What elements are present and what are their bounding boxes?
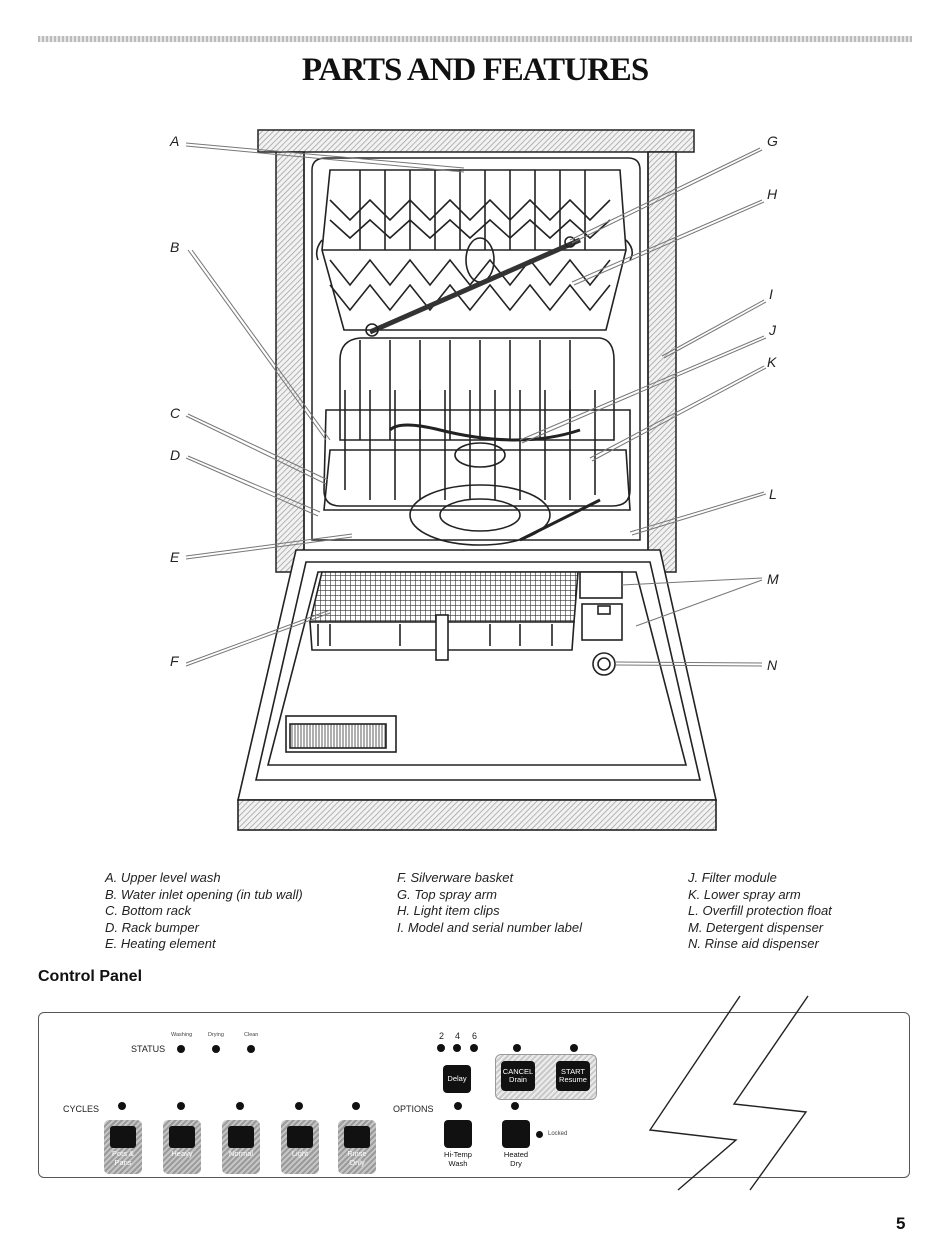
cycle-label: Normal <box>228 1149 254 1158</box>
page-title: PARTS AND FEATURES <box>301 52 649 88</box>
option-label: Wash <box>448 1158 468 1168</box>
legend-item: E. Heating element <box>105 936 216 951</box>
callout-g: G <box>767 133 778 149</box>
button-face <box>169 1126 195 1148</box>
control-panel-heading: Control Panel <box>38 968 143 985</box>
heated-dry-button[interactable] <box>502 1120 530 1148</box>
delay-6-light <box>470 1044 478 1052</box>
status-drying-label: Drying <box>208 1032 224 1038</box>
callout-j: J <box>769 322 776 338</box>
status-drying-light <box>212 1045 220 1053</box>
legend-item: M. Detergent dispenser <box>688 919 824 935</box>
button-face <box>287 1126 313 1148</box>
option-label: Dry <box>510 1158 522 1168</box>
cycle-indicator <box>352 1102 360 1110</box>
status-washing-label: Washing <box>171 1032 193 1038</box>
legend-item: B. Water inlet opening (in tub wall) <box>105 886 303 902</box>
delay-4-light <box>453 1044 461 1052</box>
option-label: Heated <box>503 1150 529 1159</box>
delay-2-label: 2 <box>439 1031 445 1041</box>
legend-item: N. Rinse aid dispenser <box>688 936 819 951</box>
callout-a: A <box>170 133 180 149</box>
hi-temp-wash-button[interactable] <box>444 1120 472 1148</box>
cycle-button-normal[interactable]: Normal <box>222 1120 260 1174</box>
legend-item: D. Rack bumper <box>105 919 199 935</box>
cycle-label: Rinse <box>347 1149 367 1158</box>
legend-item: C. Bottom rack <box>105 903 191 918</box>
option-label: Hi-Temp <box>444 1150 472 1159</box>
legend-item: J. Filter module <box>688 870 777 885</box>
callout-h: H <box>767 186 778 202</box>
cycle-label: Pans <box>114 1157 132 1167</box>
legend-column-2: F. Silverware basket G. Top spray arm H.… <box>397 870 582 936</box>
callout-i: I <box>769 286 773 302</box>
options-label: OPTIONS <box>393 1104 434 1114</box>
page-number: 5 <box>896 1214 906 1233</box>
dishwasher-diagram <box>185 129 767 831</box>
hi-temp-light <box>454 1102 462 1110</box>
legend-item: A. Upper level wash <box>105 870 221 885</box>
callout-k: K <box>767 354 777 370</box>
header-rule <box>38 36 912 42</box>
callout-m: M <box>767 571 779 587</box>
locked-label: Locked <box>548 1131 568 1137</box>
cycles-label: CYCLES <box>63 1104 100 1114</box>
cycle-label: Pots & <box>111 1149 135 1158</box>
status-label: STATUS <box>131 1044 166 1054</box>
control-panel: STATUS Washing Drying Clean CYCLES Pots … <box>38 1012 910 1178</box>
legend-item: F. Silverware basket <box>397 870 514 885</box>
cycle-button-light[interactable]: Light <box>281 1120 319 1174</box>
button-face <box>344 1126 370 1148</box>
resume-label: Resume <box>559 1075 587 1084</box>
button-face <box>110 1126 136 1148</box>
legend-column-3: J. Filter module K. Lower spray arm L. O… <box>688 870 832 953</box>
callout-e: E <box>170 549 180 565</box>
callout-n: N <box>767 657 778 673</box>
legend-column-1: A. Upper level wash B. Water inlet openi… <box>105 870 303 953</box>
delay-6-label: 6 <box>472 1031 478 1041</box>
cycle-button-pots-pans[interactable]: Pots &Pans <box>104 1120 142 1174</box>
legend-item: H. Light item clips <box>397 903 500 918</box>
start-light <box>570 1044 578 1052</box>
delay-2-light <box>437 1044 445 1052</box>
cycle-indicator <box>236 1102 244 1110</box>
cycle-label: Light <box>291 1149 309 1158</box>
legend-item: G. Top spray arm <box>397 886 497 902</box>
cycle-button-heavy[interactable]: Heavy <box>163 1120 201 1174</box>
cycle-indicator <box>118 1102 126 1110</box>
cycle-label: Only <box>349 1157 365 1167</box>
start-label: START <box>561 1066 585 1076</box>
callout-l: L <box>769 486 777 502</box>
delay-4-label: 4 <box>455 1031 461 1041</box>
cancel-light <box>513 1044 521 1052</box>
callout-b: B <box>170 239 180 255</box>
drain-label: Drain <box>509 1075 527 1084</box>
callout-c: C <box>170 405 181 421</box>
delay-button[interactable]: Delay <box>443 1065 471 1093</box>
status-washing-light <box>177 1045 185 1053</box>
cycle-indicator <box>295 1102 303 1110</box>
cycle-indicator <box>177 1102 185 1110</box>
cancel-label: CANCEL <box>502 1066 534 1076</box>
callout-d: D <box>170 447 181 463</box>
button-face <box>228 1126 254 1148</box>
legend-item: K. Lower spray arm <box>688 886 801 902</box>
callout-f: F <box>170 653 179 669</box>
status-clean-light <box>247 1045 255 1053</box>
status-clean-label: Clean <box>244 1032 259 1038</box>
legend-item: L. Overfill protection float <box>688 903 832 918</box>
legend-item: I. Model and serial number label <box>397 919 582 935</box>
locked-light <box>536 1131 543 1138</box>
cycle-label: Heavy <box>171 1149 193 1158</box>
heated-dry-light <box>511 1102 519 1110</box>
